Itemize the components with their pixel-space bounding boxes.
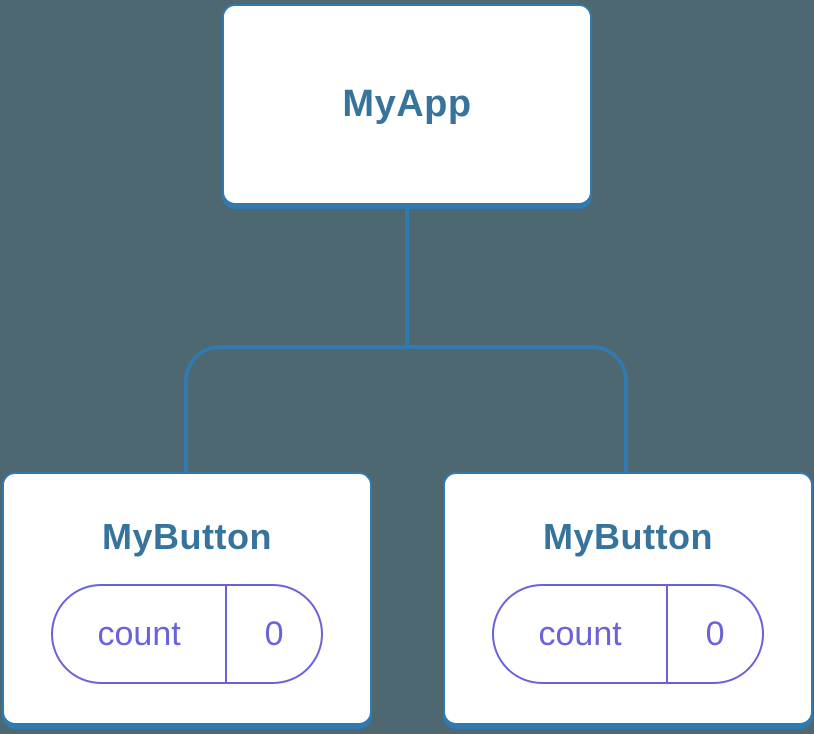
- connector-trunk-line: [405, 203, 409, 348]
- state-pill: count 0: [492, 584, 764, 684]
- state-pill-value-cell: 0: [668, 586, 762, 682]
- state-pill-key-cell: count: [494, 586, 669, 682]
- state-key: count: [97, 614, 181, 653]
- root-node-label: MyApp: [342, 83, 472, 125]
- state-key: count: [538, 614, 622, 653]
- state-pill-key-cell: count: [53, 586, 228, 682]
- state-value: 0: [264, 614, 284, 653]
- child-node-label: MyButton: [102, 516, 272, 557]
- connector-branch-bracket: [184, 345, 628, 473]
- state-value: 0: [705, 614, 725, 653]
- child-node-label: MyButton: [543, 516, 713, 557]
- child-node-mybutton-right: MyButton count 0: [443, 472, 813, 725]
- state-pill: count 0: [51, 584, 323, 684]
- state-pill-value-cell: 0: [227, 586, 321, 682]
- root-node-myapp: MyApp: [222, 4, 592, 205]
- child-node-mybutton-left: MyButton count 0: [2, 472, 372, 725]
